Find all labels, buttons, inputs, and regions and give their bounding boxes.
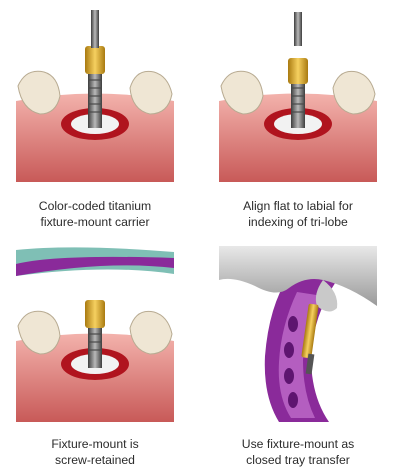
caption-4: Use fixture-mount as closed tray transfe… bbox=[208, 436, 388, 468]
caption-3: Fixture-mount is screw-retained bbox=[5, 436, 185, 468]
illustration-panel-4 bbox=[219, 246, 377, 422]
caption-1-line-2: fixture-mount carrier bbox=[5, 214, 185, 230]
caption-2-line-2: indexing of tri-lobe bbox=[208, 214, 388, 230]
illustration-panel-3 bbox=[16, 246, 174, 422]
caption-4-line-1: Use fixture-mount as bbox=[208, 436, 388, 452]
caption-1: Color-coded titanium fixture-mount carri… bbox=[5, 198, 185, 230]
caption-4-line-2: closed tray transfer bbox=[208, 452, 388, 468]
caption-3-line-1: Fixture-mount is bbox=[5, 436, 185, 452]
caption-2-line-1: Align flat to labial for bbox=[208, 198, 388, 214]
caption-1-line-1: Color-coded titanium bbox=[5, 198, 185, 214]
implant-insertion-illustration bbox=[16, 6, 174, 182]
illustration-panel-1 bbox=[16, 6, 174, 182]
caption-2: Align flat to labial for indexing of tri… bbox=[208, 198, 388, 230]
screw-retained-illustration bbox=[16, 246, 174, 422]
closed-tray-illustration bbox=[219, 246, 377, 422]
caption-3-line-2: screw-retained bbox=[5, 452, 185, 468]
illustration-panel-2 bbox=[219, 6, 377, 182]
alignment-illustration bbox=[219, 6, 377, 182]
